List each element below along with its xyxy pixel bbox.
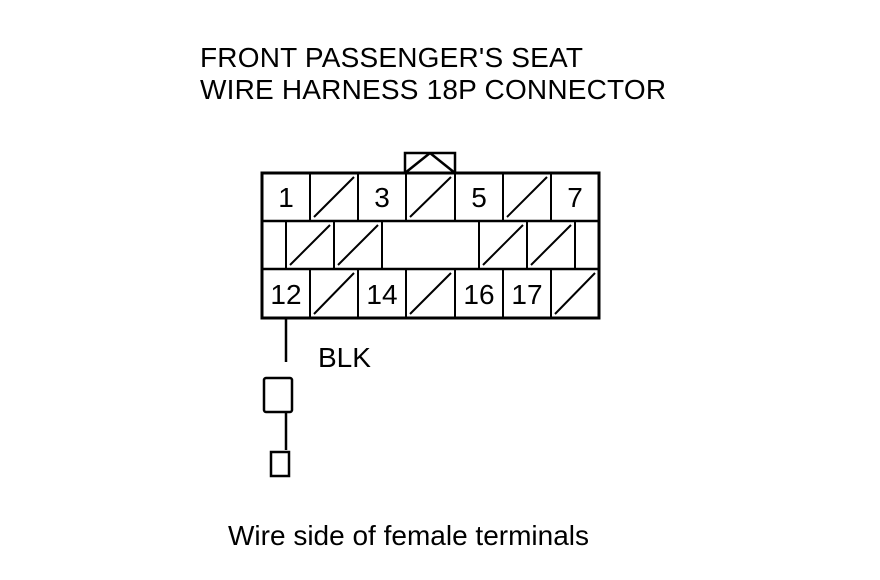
- pin-14-label: 14: [366, 279, 397, 310]
- row1-cell-dividers: [309, 173, 552, 221]
- title-line-1: FRONT PASSENGER'S SEAT: [200, 42, 584, 73]
- unused-terminal-slashes: [289, 176, 596, 315]
- view-caption: Wire side of female terminals: [228, 520, 590, 551]
- wire-terminal-upper: [262, 376, 294, 414]
- row-dividers: [262, 219, 599, 271]
- pin-5-label: 5: [471, 182, 487, 213]
- ground-wire: [262, 318, 294, 478]
- pin-16-label: 16: [463, 279, 494, 310]
- pin-1-label: 1: [278, 182, 294, 213]
- unused-terminal-6: [506, 176, 548, 218]
- unused-terminal-4: [409, 176, 452, 218]
- pin-3-label: 3: [374, 182, 390, 213]
- pin-17-label: 17: [511, 279, 542, 310]
- unused-terminal-10: [482, 224, 524, 266]
- row2-cell-dividers: [285, 221, 576, 269]
- connector-body: [260, 171, 601, 320]
- connector-lock-tab: [403, 151, 457, 175]
- unused-terminal-11: [530, 224, 572, 266]
- unused-terminal-9: [337, 224, 379, 266]
- pin-12-label: 12: [270, 279, 301, 310]
- unused-terminal-13: [313, 272, 355, 315]
- row3-cell-dividers: [309, 269, 552, 318]
- unused-terminal-18: [554, 272, 596, 315]
- title-line-2: WIRE HARNESS 18P CONNECTOR: [200, 74, 667, 105]
- wire-terminal-lower: [269, 450, 291, 478]
- unused-terminal-8: [289, 224, 331, 266]
- unused-terminal-2: [313, 176, 355, 218]
- diagram-title: FRONT PASSENGER'S SEAT WIRE HARNESS 18P …: [200, 42, 666, 106]
- pin-7-label: 7: [567, 182, 583, 213]
- wire-color-label: BLK: [318, 342, 371, 373]
- unused-terminal-15: [409, 272, 452, 315]
